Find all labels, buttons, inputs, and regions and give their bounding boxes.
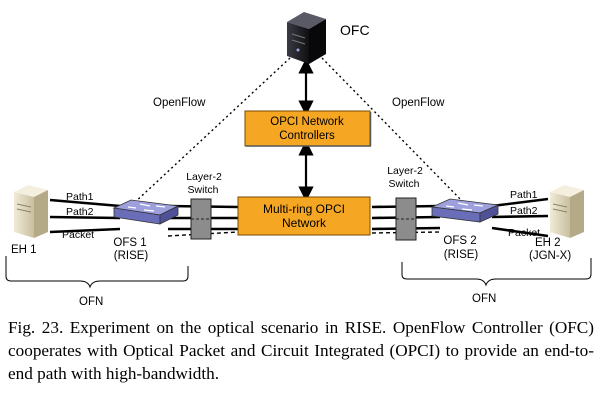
ofs2-label-line1: OFS 2 bbox=[443, 235, 476, 247]
left-ofn-bracket bbox=[5, 256, 189, 289]
ofs1-label-line2: (RISE) bbox=[114, 250, 149, 262]
right-path2-label: Path2 bbox=[510, 205, 538, 217]
eh1-label: EH 1 bbox=[11, 244, 37, 256]
right-packet-label: Packet bbox=[508, 227, 540, 239]
left-layer2-label-line1: Layer-2 bbox=[186, 171, 222, 183]
openflow-right-label: OpenFlow bbox=[392, 97, 445, 109]
eh2-label-line1: EH 2 bbox=[535, 237, 561, 249]
opci-controllers-box bbox=[244, 110, 372, 147]
left-layer2-label-line2: Switch bbox=[188, 184, 219, 196]
opci-controllers-label-line2: Controllers bbox=[279, 130, 335, 142]
right-ofn-label: OFN bbox=[472, 293, 496, 305]
ofc-server-icon bbox=[287, 12, 326, 64]
opci-network-label-line2: Network bbox=[282, 216, 327, 230]
opci-controllers-label-line1: OPCI Network bbox=[270, 116, 344, 128]
ofs1-label-line1: OFS 1 bbox=[113, 237, 146, 249]
right-path1-label: Path1 bbox=[510, 189, 538, 201]
ofs2-label-line2: (RISE) bbox=[444, 249, 479, 261]
left-path2-label: Path2 bbox=[66, 206, 94, 218]
right-layer2-label-line2: Switch bbox=[389, 178, 420, 190]
left-packet-label: Packet bbox=[62, 229, 94, 241]
left-layer2-switch-icon bbox=[190, 198, 212, 240]
network-diagram: OFC OpenFlow OpenFlow OPCI Network Contr… bbox=[5, 12, 592, 308]
eh2-label-line2: (JGN-X) bbox=[529, 250, 571, 262]
eh1-host-icon bbox=[14, 185, 48, 238]
figure-caption: Fig. 23. Experiment on the optical scena… bbox=[8, 318, 594, 383]
opci-network-box bbox=[237, 196, 371, 236]
left-ofn-label: OFN bbox=[79, 296, 103, 308]
eh2-host-icon bbox=[550, 185, 584, 238]
right-layer2-switch-icon bbox=[395, 197, 417, 241]
ofs2-switch-icon bbox=[430, 198, 500, 223]
openflow-left-label: OpenFlow bbox=[153, 97, 206, 109]
opci-network-label-line1: Multi-ring OPCI bbox=[263, 202, 345, 216]
right-packet-link bbox=[371, 231, 441, 234]
openflow-links bbox=[132, 57, 466, 205]
ofs1-switch-icon bbox=[112, 199, 180, 225]
left-path1-label: Path1 bbox=[66, 191, 94, 203]
right-ofn-bracket bbox=[401, 258, 592, 287]
ofc-label: OFC bbox=[340, 22, 370, 38]
right-layer2-label-line1: Layer-2 bbox=[387, 165, 423, 177]
